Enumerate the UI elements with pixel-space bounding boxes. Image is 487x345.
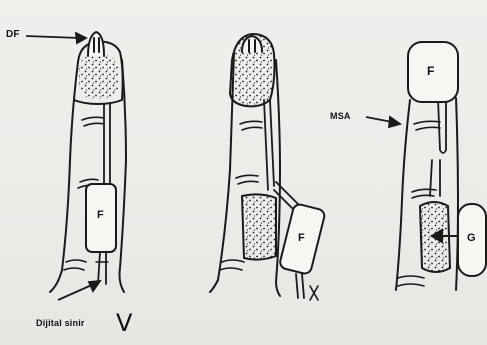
flap-label-1: F <box>97 209 104 221</box>
finger-3 <box>396 42 486 290</box>
msa-arrow <box>366 117 400 127</box>
flap-label-2: F <box>298 232 305 244</box>
graft-label: G <box>467 232 476 244</box>
dijital-sinir-label: Dijital sinir <box>36 318 85 328</box>
df-arrow <box>26 33 86 43</box>
finger-1 <box>50 32 126 292</box>
nerve-arrow <box>58 281 100 300</box>
df-label: DF <box>6 29 20 40</box>
flap-label-3: F <box>427 64 435 78</box>
finger-2 <box>210 34 326 300</box>
msa-label: MSA <box>330 111 351 121</box>
v-mark-label: V <box>116 309 133 337</box>
